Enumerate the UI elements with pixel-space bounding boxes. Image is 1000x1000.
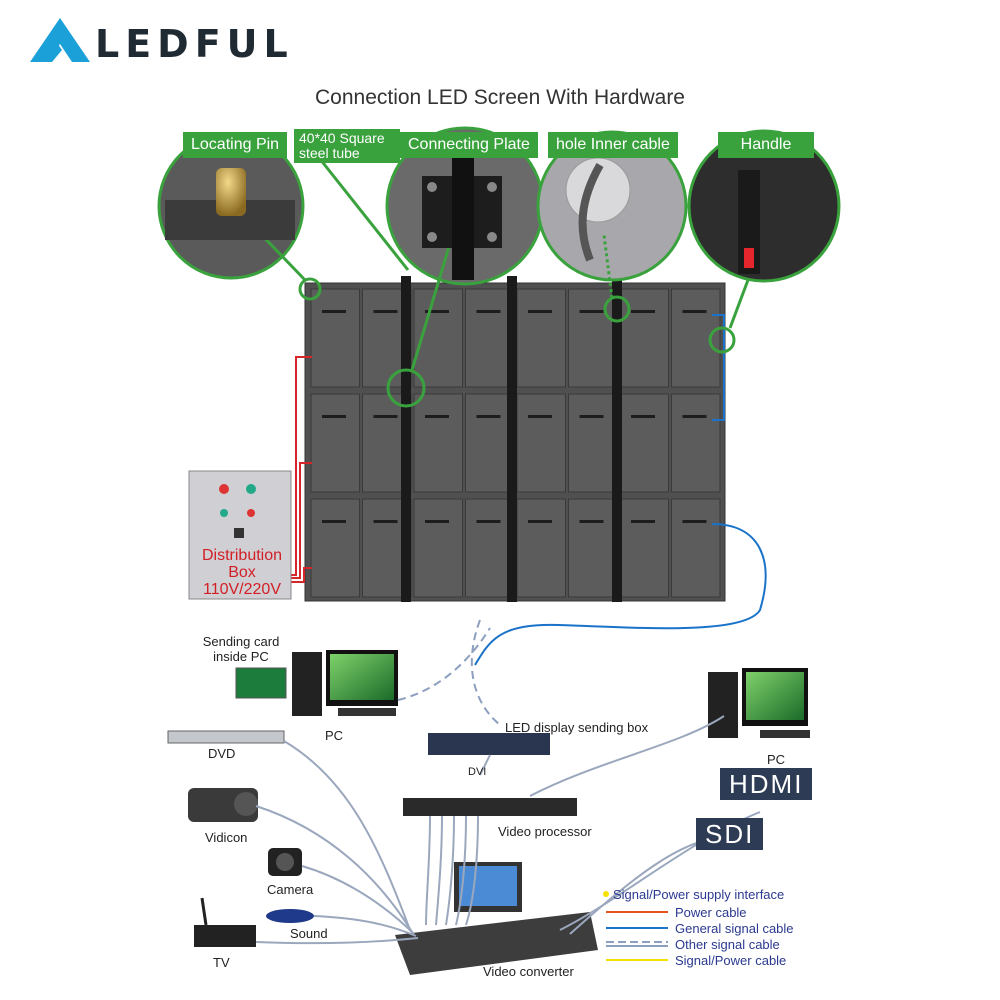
led-cabinet xyxy=(465,393,515,493)
cabinet-handle-slot xyxy=(579,415,604,418)
led-cabinet xyxy=(310,288,360,388)
legend-item-general-signal-cable: General signal cable xyxy=(675,921,794,936)
steel-tube xyxy=(612,276,622,602)
pc-right-graphic xyxy=(708,668,810,738)
dashed-cables xyxy=(397,619,501,726)
power-cables xyxy=(290,356,312,583)
legend-item-power-cable: Power cable xyxy=(675,905,747,920)
led-cabinet xyxy=(619,498,669,598)
cabinet-handle-slot xyxy=(425,415,449,418)
callout-details xyxy=(165,140,760,280)
cabinet-handle-slot xyxy=(528,520,552,523)
sound-label: Sound xyxy=(290,926,328,941)
callout-handle: Handle xyxy=(718,132,814,158)
led-cabinet xyxy=(671,288,721,388)
led-screen-wall xyxy=(304,276,726,602)
led-cabinet xyxy=(568,393,618,493)
cabinet-handle-slot xyxy=(631,310,655,313)
pc-left-label: PC xyxy=(325,728,344,743)
led-cabinet xyxy=(516,393,566,493)
led-cabinet xyxy=(671,393,721,493)
led-cabinet xyxy=(568,498,618,598)
led-cabinet xyxy=(465,288,515,388)
video-processor-label: Video processor xyxy=(498,824,592,839)
cabinet-handle-slot xyxy=(322,310,346,313)
cabinet-handle-slot xyxy=(322,415,346,418)
tv-label: TV xyxy=(213,955,230,970)
cabinet-handle-slot xyxy=(579,520,604,523)
callout-connecting-plate: Connecting Plate xyxy=(400,132,538,158)
video-converter-graphic xyxy=(395,862,598,975)
cabinet-handle-slot xyxy=(682,520,707,523)
cabinet-handle-slot xyxy=(631,415,655,418)
led-cabinet xyxy=(516,288,566,388)
led-cabinet xyxy=(413,498,463,598)
cabinet-handle-slot xyxy=(476,310,501,313)
distribution-box-line3: 110V/220V xyxy=(203,581,281,598)
legend-swatches xyxy=(603,891,668,961)
camera-label: Camera xyxy=(267,882,314,897)
sdi-label: SDI xyxy=(696,818,764,850)
distribution-box-line1: Distribution xyxy=(201,547,283,564)
callout-square-tube: 40*40 Square steel tube xyxy=(294,129,400,163)
cabinet-handle-slot xyxy=(476,520,501,523)
led-cabinet xyxy=(619,393,669,493)
callout-locating-pin: Locating Pin xyxy=(183,132,288,158)
led-cabinet xyxy=(465,498,515,598)
cabinet-handle-slot xyxy=(682,310,707,313)
cabinet-handle-slot xyxy=(579,310,604,313)
cabinet-handle-slot xyxy=(373,415,398,418)
video-converter-label: Video converter xyxy=(483,964,574,979)
led-sending-box-graphic xyxy=(428,733,550,755)
cabinet-handle-slot xyxy=(322,520,346,523)
steel-tube xyxy=(401,276,411,602)
source-cables xyxy=(255,715,761,945)
legend-item-signal-power-cable: Signal/Power cable xyxy=(675,953,787,968)
callout-hole-inner-cable: hole Inner cable xyxy=(548,132,678,158)
distribution-box xyxy=(188,470,292,600)
dvi-label: DVI xyxy=(468,766,487,778)
brand-name: LEDFUL xyxy=(95,22,294,66)
source-devices xyxy=(167,730,314,947)
cabinet-handle-slot xyxy=(682,415,707,418)
led-cabinet xyxy=(413,393,463,493)
pc-left-graphic xyxy=(235,650,398,716)
hdmi-label: HDMI xyxy=(720,768,813,800)
brand-logo xyxy=(30,18,90,62)
legend-item-other-signal-cable: Other signal cable xyxy=(675,937,780,952)
page-title: Connection LED Screen With Hardware xyxy=(314,86,685,109)
sending-card-label: Sending card inside PC xyxy=(202,634,280,664)
led-cabinet xyxy=(516,498,566,598)
cabinet-handle-slot xyxy=(528,415,552,418)
led-cabinet xyxy=(310,498,360,598)
cabinet-handle-slot xyxy=(476,415,501,418)
steel-tube xyxy=(507,276,517,602)
cabinet-handle-slot xyxy=(528,310,552,313)
signal-cable-right xyxy=(474,314,767,666)
cabinet-handle-slot xyxy=(373,310,398,313)
vidicon-label: Vidicon xyxy=(205,830,248,845)
cabinet-handle-slot xyxy=(425,520,449,523)
led-cabinet xyxy=(671,498,721,598)
distribution-box-line2: Box xyxy=(228,564,256,581)
cabinet-handle-slot xyxy=(631,520,655,523)
cabinet-handle-slot xyxy=(425,310,449,313)
pc-right-label: PC xyxy=(767,752,786,767)
cabinet-handle-slot xyxy=(373,520,398,523)
led-cabinet xyxy=(568,288,618,388)
video-processor-graphic xyxy=(403,798,577,816)
led-sending-box-label: LED display sending box xyxy=(505,720,649,735)
dvd-label: DVD xyxy=(208,746,236,761)
legend-item-signal-power-interface: Signal/Power supply interface xyxy=(613,887,785,902)
led-cabinet xyxy=(310,393,360,493)
